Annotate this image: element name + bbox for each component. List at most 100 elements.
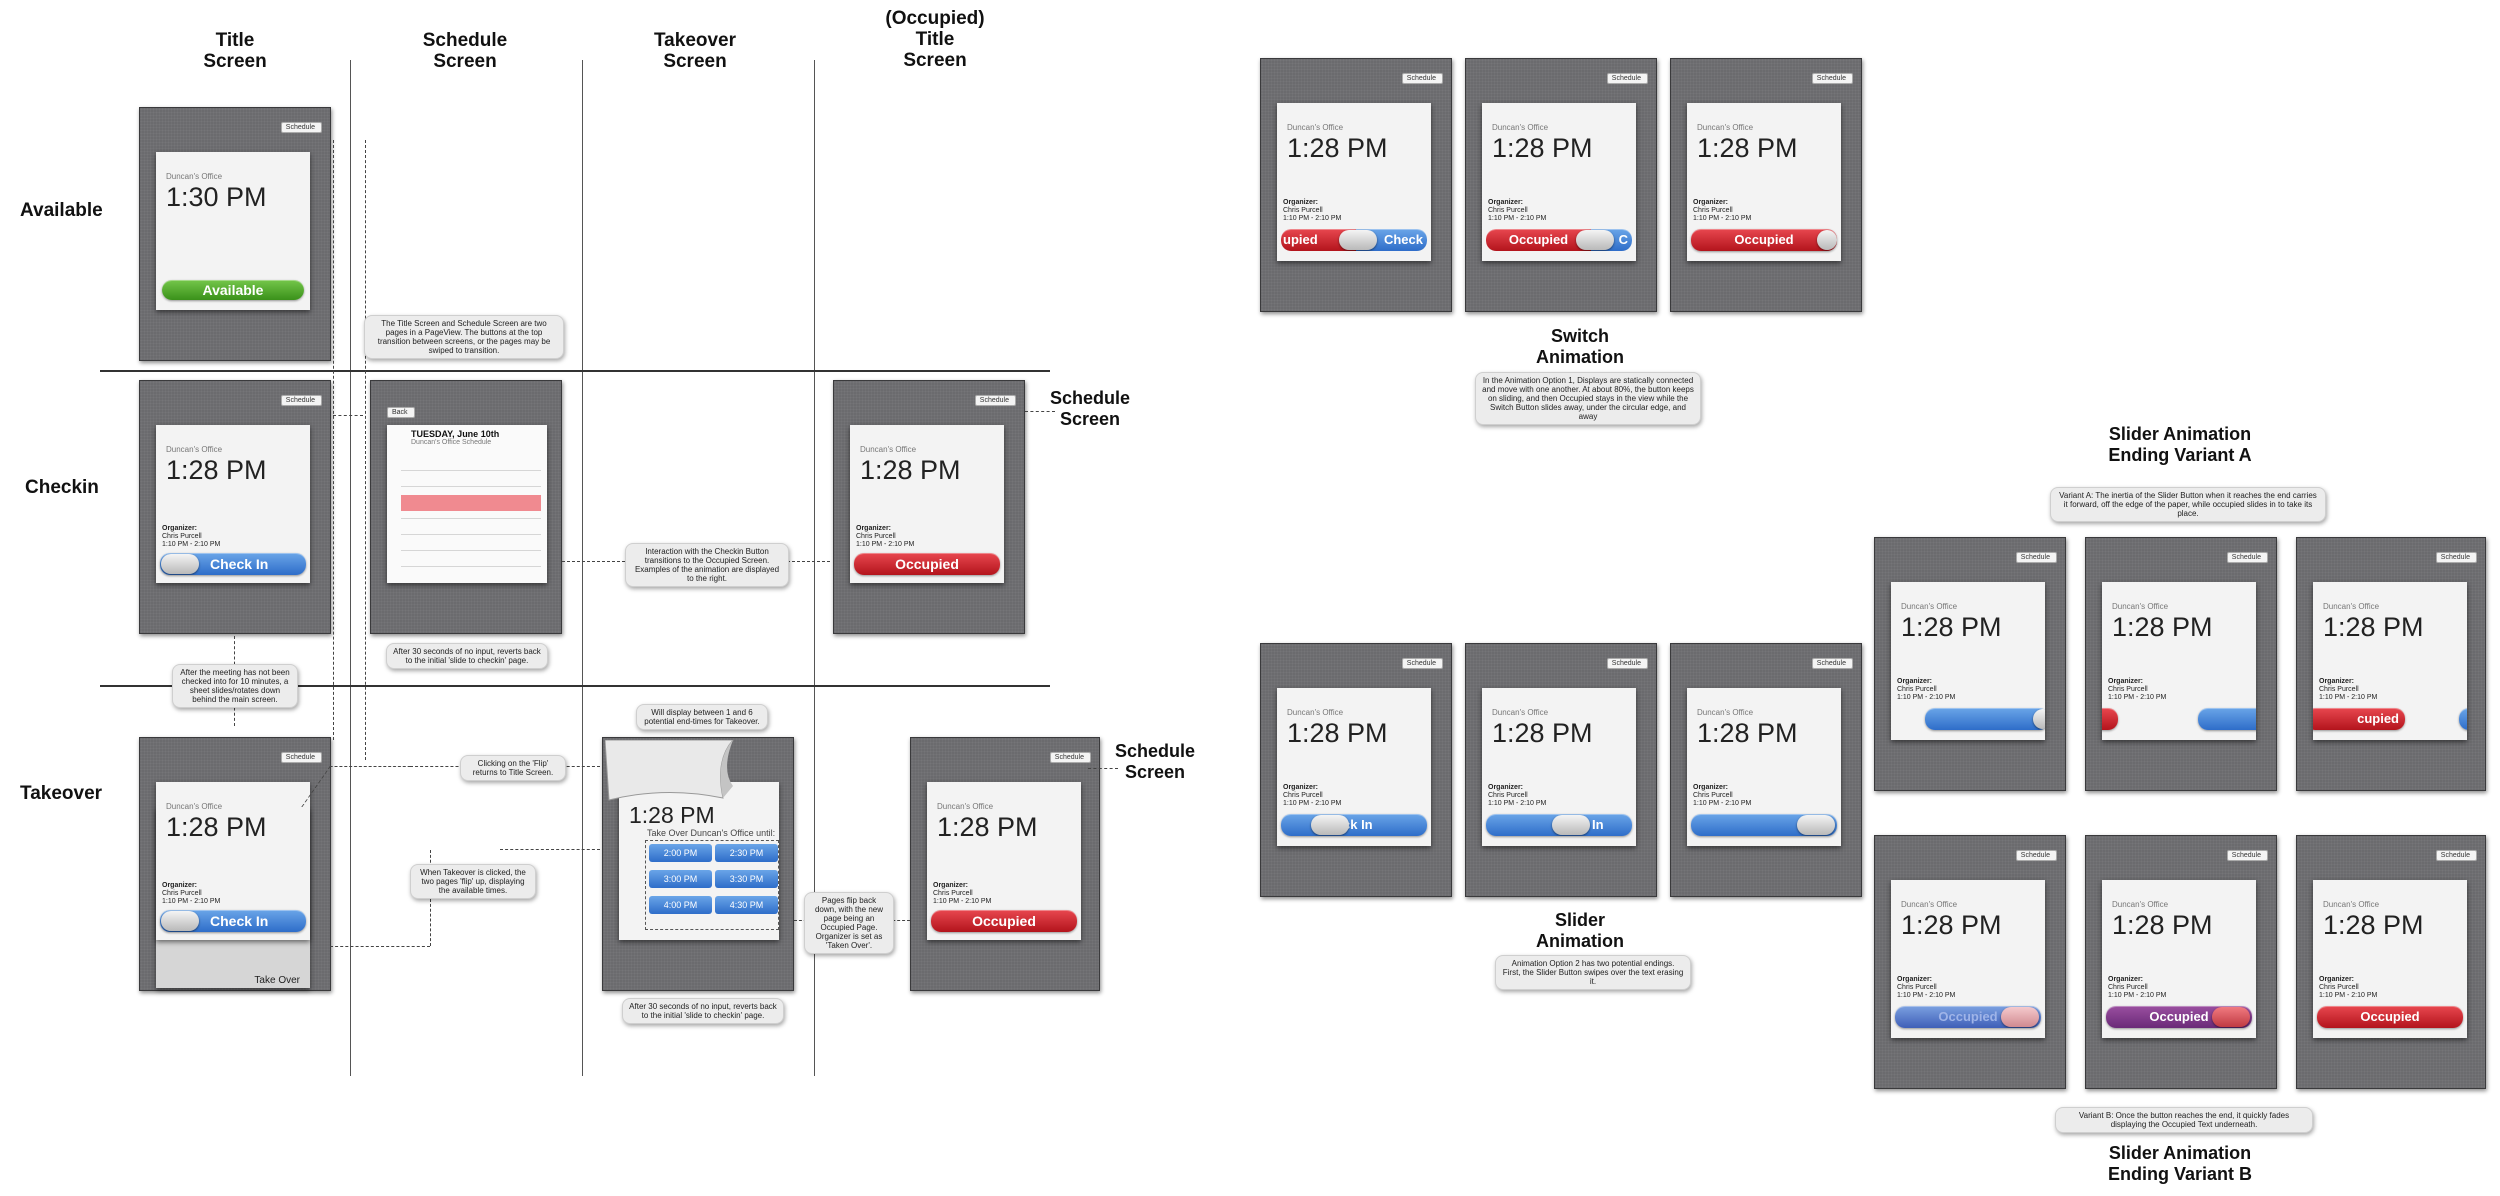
column-takeover-screen: Takeover Screen (653, 30, 737, 72)
schedule-tab[interactable]: Schedule (2435, 850, 2477, 861)
time-slot[interactable]: 2:30 PM (715, 844, 778, 862)
organizer-name: Chris Purcell (162, 533, 202, 540)
occupied-part: Occupied (1486, 229, 1591, 251)
grid-line (582, 60, 583, 1076)
clock: 1:28 PM (1492, 133, 1593, 163)
organizer-time: 1:10 PM - 2:10 PM (1283, 215, 1342, 222)
device-variant-a-1: Schedule Duncan's Office 1:28 PM Organiz… (1874, 537, 2066, 791)
take-over-button[interactable]: Take Over (254, 975, 300, 986)
checkin-slider[interactable]: Check In (160, 910, 306, 932)
row-available: Available (20, 200, 103, 221)
connector (333, 415, 363, 416)
available-button[interactable]: Available (162, 280, 304, 300)
slider-knob[interactable] (161, 911, 199, 931)
device-slider-1: Schedule Duncan's Office 1:28 PM Organiz… (1260, 643, 1452, 897)
switch-slider[interactable]: upied Check (1281, 229, 1427, 251)
occupied-label: Occupied (2149, 1009, 2209, 1024)
slider[interactable]: ck In (1281, 814, 1427, 836)
slider-knob[interactable] (1576, 230, 1614, 250)
schedule-tab[interactable]: Schedule (280, 752, 322, 763)
schedule-tab[interactable]: Schedule (1401, 658, 1443, 669)
time-slot[interactable]: 3:30 PM (715, 870, 778, 888)
checkin-slider[interactable]: Check In (160, 553, 306, 575)
title-page: Duncan's Office 1:28 PM Organizer:Chris … (1687, 103, 1841, 261)
takeover-prompt: Take Over Duncan's Office until: (647, 828, 776, 838)
schedule-tab[interactable]: Schedule (1401, 73, 1443, 84)
title-page: Duncan's Office 1:28 PM Organizer:Chris … (2102, 582, 2256, 740)
slider[interactable] (1925, 708, 2045, 730)
schedule-page: TUESDAY, June 10th Duncan's Office Sched… (387, 425, 547, 583)
schedule-tab[interactable]: Schedule (2226, 552, 2268, 563)
slider-knob[interactable] (1552, 815, 1590, 835)
schedule-tab[interactable]: Schedule (280, 122, 322, 133)
schedule-tab[interactable]: Schedule (2226, 850, 2268, 861)
slider[interactable] (1691, 814, 1837, 836)
title-page: Duncan's Office 1:28 PM Organizer:Chris … (1891, 880, 2045, 1038)
title-page: Duncan's Office 1:28 PM Organizer:Chris … (1482, 103, 1636, 261)
schedule-tab[interactable]: Schedule (974, 395, 1016, 406)
slider-knob[interactable] (161, 554, 199, 574)
time-slot[interactable]: 2:00 PM (649, 844, 712, 862)
back-tab[interactable]: Back (387, 407, 415, 418)
switch-slider[interactable]: Occupied C (1486, 229, 1632, 251)
page-curl-icon[interactable] (605, 740, 735, 802)
connector (365, 140, 366, 760)
organizer-time: 1:10 PM - 2:10 PM (1488, 215, 1547, 222)
organizer-name: Chris Purcell (856, 533, 896, 540)
schedule-tab[interactable]: Schedule (280, 395, 322, 406)
slider[interactable]: Occupied (2106, 1006, 2252, 1028)
schedule-screen-label: Schedule Screen (1049, 388, 1131, 429)
schedule-tab[interactable]: Schedule (2015, 850, 2057, 861)
schedule-tab[interactable]: Schedule (1811, 658, 1853, 669)
organizer-name: Chris Purcell (1897, 984, 1937, 991)
slider[interactable] (2198, 708, 2256, 730)
organizer-time: 1:10 PM - 2:10 PM (856, 541, 915, 548)
title-page: Duncan's Office 1:28 PM Organizer:Chris … (2102, 880, 2256, 1038)
takeover-page: 1:28 PM Take Over Duncan's Office until:… (619, 782, 779, 940)
organizer-name: Chris Purcell (2319, 686, 2359, 693)
slider-animation-title: Slider Animation (1536, 910, 1624, 951)
slider-knob[interactable] (2001, 1007, 2039, 1027)
schedule-tab[interactable]: Schedule (1606, 658, 1648, 669)
connector (333, 140, 334, 740)
slider-knob[interactable] (2212, 1007, 2250, 1027)
grid-line (814, 60, 815, 1076)
checkin-label: Check In (210, 556, 269, 572)
organizer-info: Organizer: Chris Purcell 1:10 PM - 2:10 … (162, 525, 220, 549)
room-name: Duncan's Office (1697, 123, 1754, 132)
meeting-block[interactable] (401, 495, 541, 511)
organizer-label: Organizer: (162, 882, 198, 889)
schedule-screen-label: Schedule Screen (1114, 741, 1196, 782)
device-takeover-times: 1:28 PM Take Over Duncan's Office until:… (602, 737, 794, 991)
slider[interactable]: In (1486, 814, 1632, 836)
time-slot[interactable]: 3:00 PM (649, 870, 712, 888)
schedule-tab[interactable]: Schedule (1049, 752, 1091, 763)
schedule-tab[interactable]: Schedule (1606, 73, 1648, 84)
clock: 1:28 PM (1901, 910, 2002, 940)
occupied-label: Occupied (1734, 232, 1794, 247)
slider-knob[interactable] (1817, 230, 1837, 250)
device-variant-b-2: Schedule Duncan's Office 1:28 PM Organiz… (2085, 835, 2277, 1089)
clock: 1:28 PM (2323, 612, 2424, 642)
slider[interactable]: Occupied (1895, 1006, 2041, 1028)
schedule-tab[interactable]: Schedule (2435, 552, 2477, 563)
slider[interactable] (2459, 708, 2467, 730)
device-switch-1: Schedule Duncan's Office 1:28 PM Organiz… (1260, 58, 1452, 312)
switch-slider[interactable]: Occupied (1691, 229, 1837, 251)
organizer-label: Organizer: (1897, 976, 1933, 983)
slider-knob[interactable] (2033, 709, 2045, 729)
schedule-grid (401, 455, 541, 575)
time-slot[interactable]: 4:30 PM (715, 896, 778, 914)
schedule-tab[interactable]: Schedule (2015, 552, 2057, 563)
schedule-tab[interactable]: Schedule (1811, 73, 1853, 84)
title-page: Duncan's Office 1:28 PM Organizer:Chris … (1891, 582, 2045, 740)
slider-knob[interactable] (1339, 230, 1377, 250)
time-slot[interactable]: 4:00 PM (649, 896, 712, 914)
slider-knob[interactable] (1797, 815, 1835, 835)
organizer-name: Chris Purcell (162, 890, 202, 897)
slider-knob[interactable] (1311, 815, 1349, 835)
